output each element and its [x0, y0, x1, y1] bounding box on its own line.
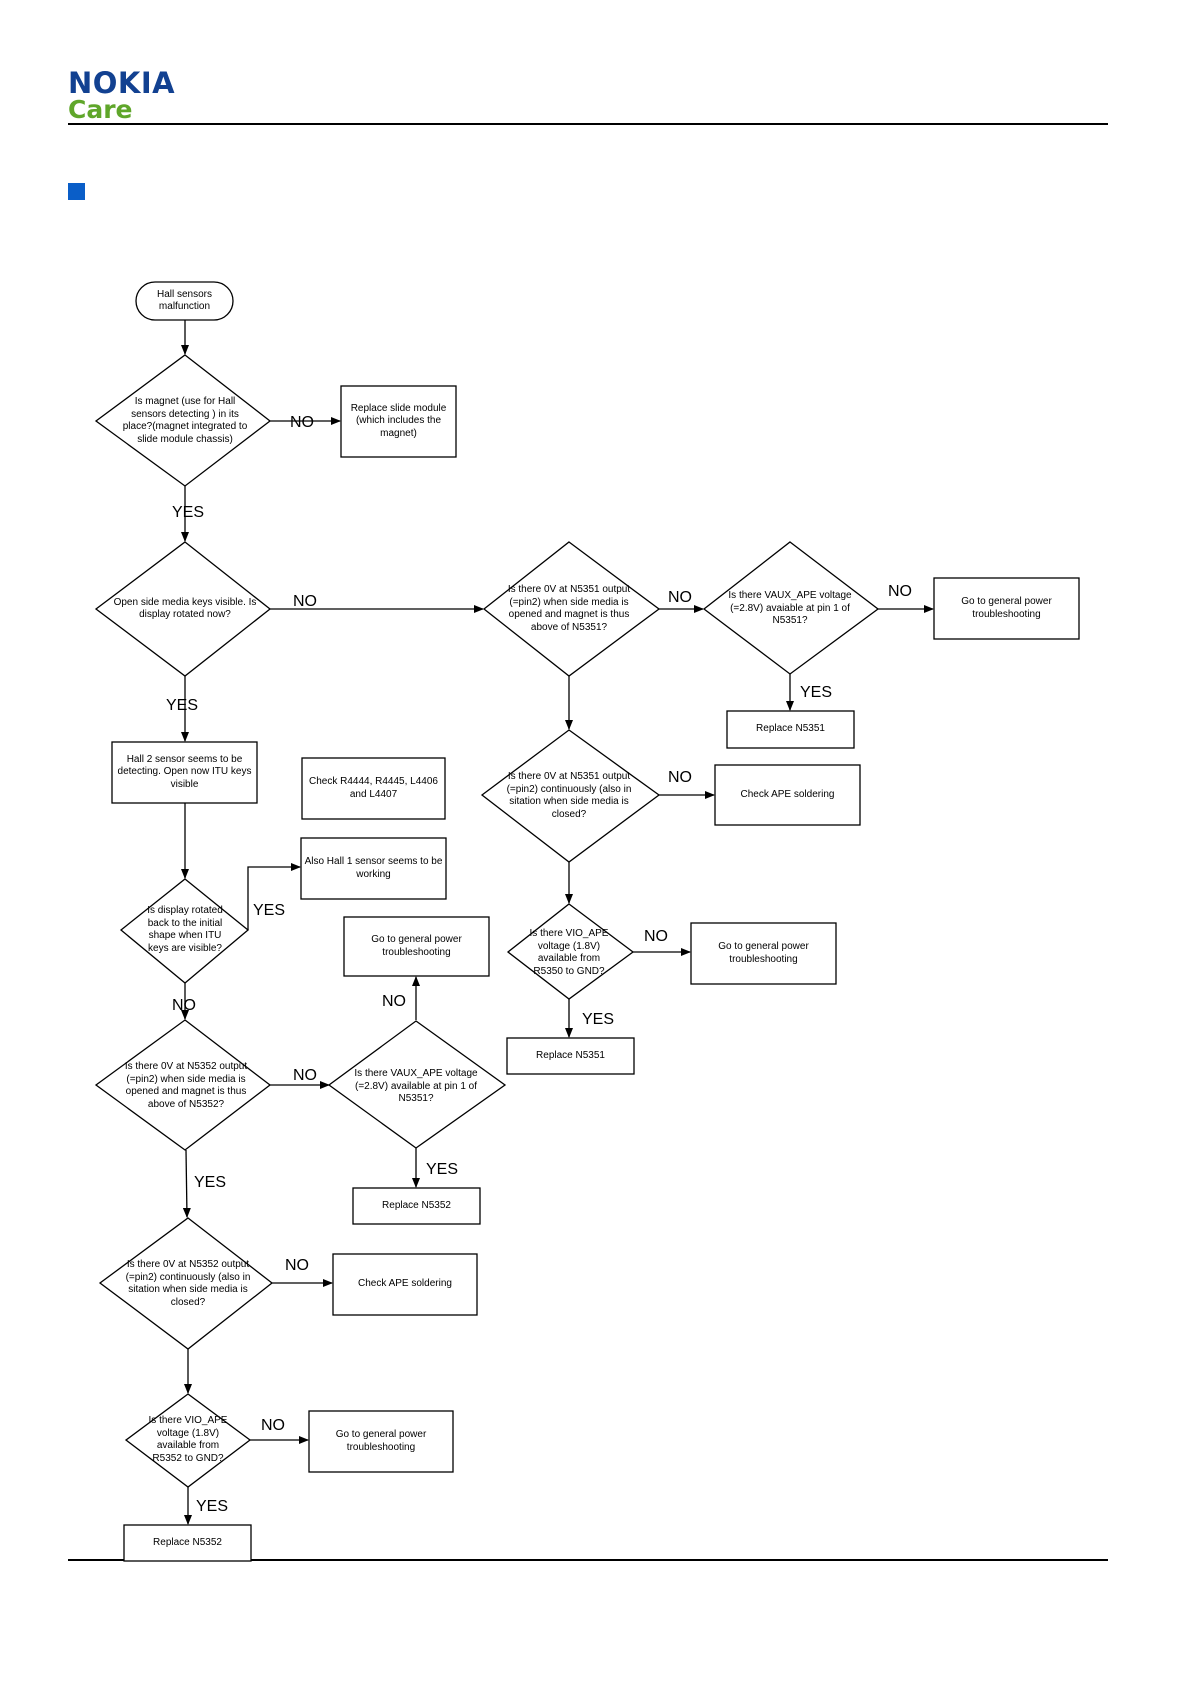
vaux-n5352-question: Is there VAUX_APE voltage (=2.8V) availa…	[354, 1068, 478, 1105]
vio-n5352-question: Is there VIO_APE voltage (1.8V) availabl…	[148, 1415, 228, 1464]
label-no-rotated: NO	[172, 997, 196, 1014]
gp-middle-box	[343, 916, 490, 977]
label-no-vio5351: NO	[644, 928, 668, 945]
replace-n5352-mid-box	[352, 1187, 481, 1225]
n5352-continuous-question: Is there 0V at N5352 output (=pin2) cont…	[125, 1259, 251, 1308]
gp-bottom-text: Go to general power troubleshooting	[335, 1429, 427, 1453]
label-yes-vio5351: YES	[582, 1011, 614, 1028]
vio-n5351-question: Is there VIO_APE voltage (1.8V) availabl…	[529, 928, 609, 977]
also-hall1-box	[300, 837, 447, 900]
arrow-n5352out-yes	[182, 1149, 191, 1218]
check-ape-left-text: Check APE soldering	[358, 1278, 452, 1290]
n5352-output-question: Is there 0V at N5352 output (=pin2) when…	[124, 1061, 248, 1110]
label-yes-vio5352: YES	[196, 1498, 228, 1515]
label-no-open: NO	[293, 593, 317, 610]
open-side-decision	[94, 541, 272, 677]
replace-n5351-top-box	[726, 710, 855, 749]
replace-n5351-low-box	[506, 1037, 635, 1075]
gp-middle-text: Go to general power troubleshooting	[371, 934, 462, 958]
gp-right-low-box	[690, 922, 837, 985]
replace-slide-box	[340, 385, 457, 458]
gp-top-text: Go to general power troubleshooting	[961, 596, 1052, 620]
gp-bottom-box	[308, 1410, 454, 1473]
n5351-continuous-decision	[480, 729, 661, 863]
label-no-n5352out: NO	[293, 1067, 317, 1084]
magnet-decision	[94, 354, 272, 487]
label-no-vio5352: NO	[261, 1417, 285, 1434]
label-no-vaux5352: NO	[382, 993, 406, 1010]
nokia-care-logo: NOKIA Care	[68, 68, 175, 124]
label-no-n5351cont: NO	[668, 769, 692, 786]
n5352-output-decision	[94, 1019, 272, 1151]
start-terminal	[135, 281, 234, 321]
label-yes-magnet: YES	[172, 504, 204, 521]
label-no-n5351out: NO	[668, 589, 692, 606]
logo-care-text: Care	[68, 95, 133, 124]
replace-n5351-low-text: Replace N5351	[536, 1049, 605, 1061]
n5352-continuous-decision	[98, 1217, 274, 1350]
gp-top-box	[933, 577, 1080, 640]
rotated-back-question: Is display rotated back to the initial s…	[147, 905, 223, 954]
replace-slide-text: Replace slide module (which includes the…	[350, 402, 447, 439]
replace-n5352-mid-text: Replace N5352	[382, 1199, 451, 1211]
vaux-n5352-decision	[327, 1020, 507, 1149]
label-no-n5352cont: NO	[285, 1257, 309, 1274]
open-side-question: Open side media keys visible. Is display…	[113, 596, 257, 621]
vio-n5352-decision	[124, 1393, 252, 1488]
n5351-output-decision	[482, 541, 661, 677]
arrow-rotated-yes	[247, 863, 301, 930]
gp-right-low-text: Go to general power troubleshooting	[718, 941, 809, 965]
footer-rule	[68, 1559, 1108, 1561]
label-yes-rotated: YES	[253, 902, 285, 919]
vio-n5351-decision	[506, 903, 635, 1000]
hall2-box	[111, 741, 258, 804]
n5351-output-question: Is there 0V at N5351 output (=pin2) when…	[507, 584, 631, 633]
check-r-box	[301, 757, 446, 820]
header-rule	[68, 123, 1108, 125]
magnet-question: Is magnet (use for Hall sensors detectin…	[122, 396, 248, 445]
replace-n5351-top-text: Replace N5351	[756, 723, 825, 735]
replace-n5352-bottom-text: Replace N5352	[153, 1536, 222, 1548]
check-ape-right-text: Check APE soldering	[740, 788, 835, 800]
start-text: Hall sensors malfunction	[156, 288, 213, 313]
replace-n5352-bottom-box	[123, 1524, 252, 1562]
check-r-text: Check R4444, R4445, L4406 and L4407	[309, 776, 438, 800]
label-yes-n5352out: YES	[194, 1174, 226, 1191]
vaux-n5351-decision	[702, 541, 880, 675]
check-ape-right-box	[714, 764, 861, 826]
label-yes-vaux5351: YES	[800, 684, 832, 701]
section-bullet	[68, 183, 85, 200]
vaux-n5351-question: Is there VAUX_APE voltage (=2.8V) avaiab…	[728, 590, 852, 627]
check-ape-left-box	[332, 1253, 478, 1316]
label-no-magnet: NO	[290, 414, 314, 431]
also-hall1-text: Also Hall 1 sensor seems to be working	[304, 856, 443, 880]
connector-lines	[181, 320, 934, 1525]
n5351-continuous-question: Is there 0V at N5351 output (=pin2) cont…	[506, 771, 632, 820]
label-yes-vaux5352: YES	[426, 1161, 458, 1178]
label-no-vaux5351: NO	[888, 583, 912, 600]
label-yes-open: YES	[166, 697, 198, 714]
rotated-back-decision	[119, 878, 250, 984]
logo-nokia-text: NOKIA	[68, 66, 176, 100]
hall2-text: Hall 2 sensor seems to be detecting. Ope…	[117, 753, 252, 790]
